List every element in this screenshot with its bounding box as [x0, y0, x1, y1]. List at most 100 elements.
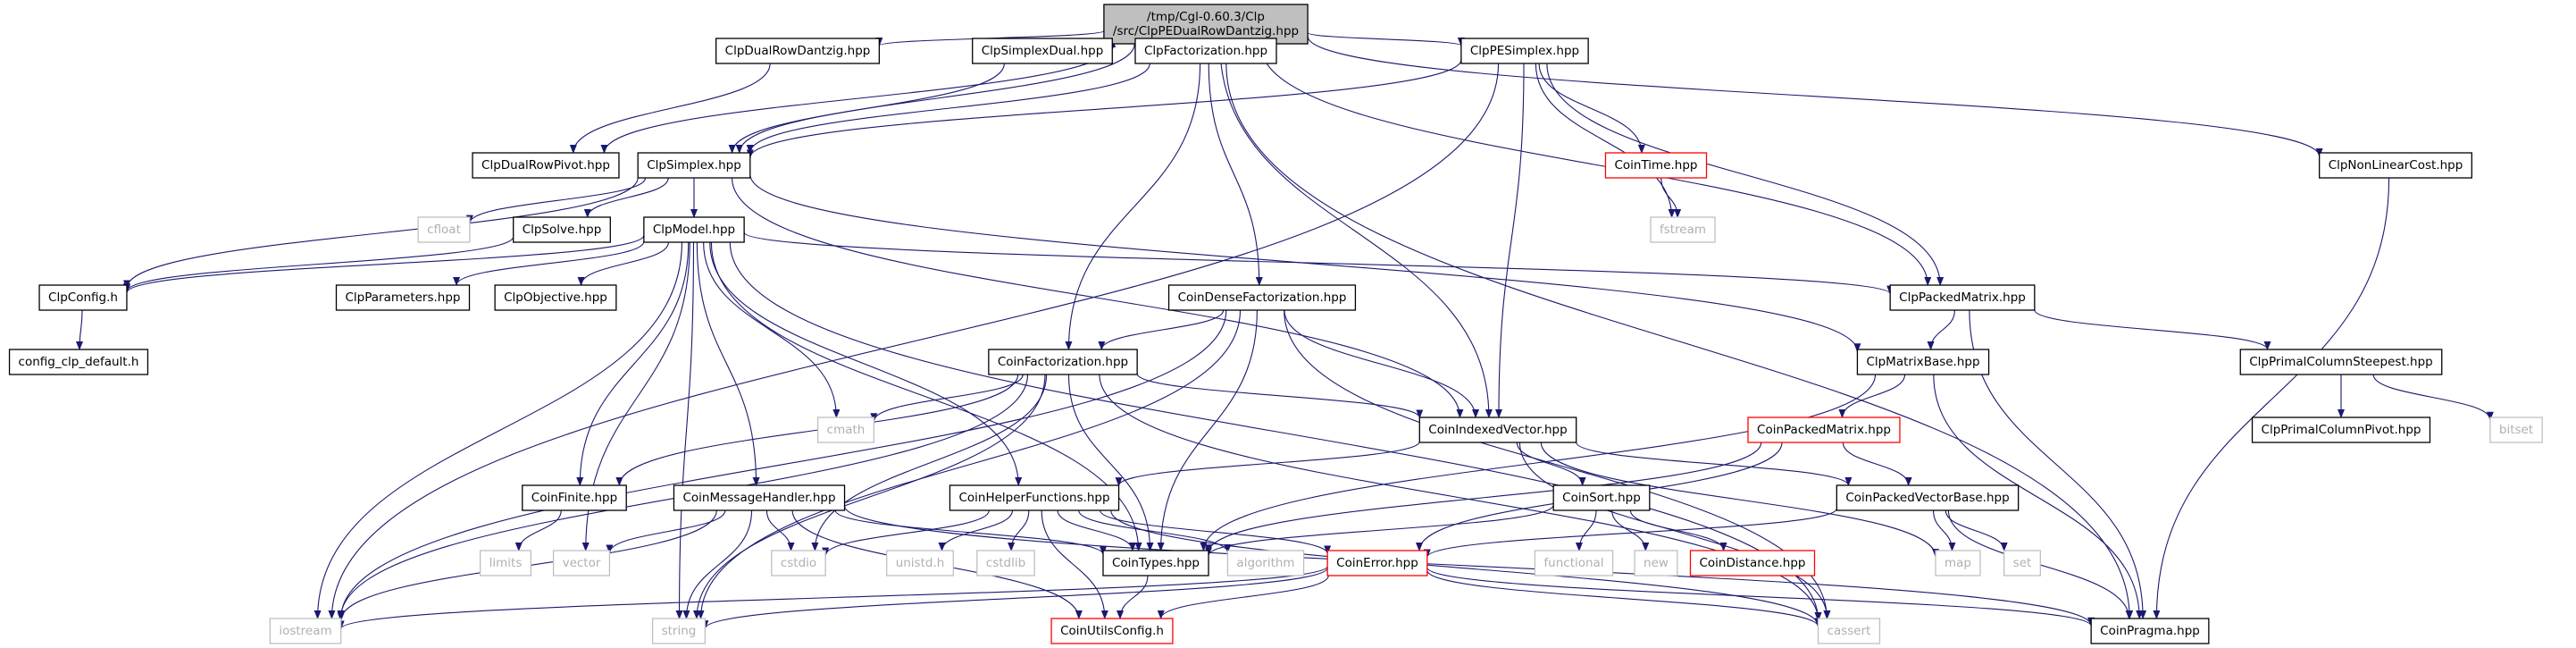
edge-clp-pesimplex-to-clp-simplex: [746, 59, 1462, 159]
node-coin-indexed-vector[interactable]: CoinIndexedVector.hpp: [1418, 417, 1577, 443]
edge-clp-factorization-to-coin-pragma: [1225, 63, 2134, 619]
edge-clp-model-to-iostream: [314, 241, 682, 619]
node-box: [1134, 38, 1277, 64]
node-label: /src/ClpPEDualRowDantzig.hpp: [1113, 24, 1299, 38]
node-coin-helper-functions[interactable]: CoinHelperFunctions.hpp: [949, 484, 1120, 511]
node-label: ClpPESimplex.hpp: [1470, 44, 1579, 58]
node-clp-primal-column-pivot[interactable]: ClpPrimalColumnPivot.hpp: [2251, 417, 2431, 443]
node-label: ClpObjective.hpp: [504, 290, 607, 305]
edge-coin-message-handler-to-string: [682, 509, 753, 619]
node-clp-non-linear-cost[interactable]: ClpNonLinearCost.hpp: [2319, 152, 2472, 179]
edge-coin-dense-factorization-to-coin-types: [1157, 309, 1258, 551]
edge-clp-model-to-clp-parameters: [453, 240, 645, 286]
edge-coin-packed-matrix-to-coin-types: [1205, 442, 1762, 554]
node-coin-sort[interactable]: CoinSort.hpp: [1552, 484, 1651, 511]
node-coin-message-handler[interactable]: CoinMessageHandler.hpp: [673, 484, 846, 511]
node-label: cstdio: [781, 556, 816, 570]
node-label: CoinTime.hpp: [1614, 158, 1697, 173]
node-box: [1650, 216, 1716, 243]
node-label: iostream: [279, 624, 331, 638]
node-clp-simplex[interactable]: ClpSimplex.hpp: [637, 152, 751, 179]
node-coin-packed-matrix[interactable]: CoinPackedMatrix.hpp: [1747, 417, 1901, 443]
node-box: [552, 550, 611, 576]
edge-coin-sort-to-functional: [1575, 509, 1597, 551]
node-algorithm: algorithm: [1226, 550, 1305, 576]
node-coin-distance[interactable]: CoinDistance.hpp: [1689, 550, 1816, 576]
edge-clp-primal-column-steepest-to-bitset: [2372, 374, 2494, 421]
node-label: cassert: [1827, 624, 1871, 638]
node-box: [1634, 550, 1678, 576]
node-box: [1326, 550, 1428, 576]
node-label: algorithm: [1236, 556, 1294, 570]
node-box: [2239, 349, 2443, 375]
node-coin-packed-vector-base[interactable]: CoinPackedVectorBase.hpp: [1836, 484, 2020, 511]
node-label: cstdlib: [986, 556, 1025, 570]
edge-coin-error-to-cassert: [1426, 569, 1822, 628]
node-clp-simplex-dual[interactable]: ClpSimplexDual.hpp: [972, 38, 1113, 64]
node-label: limits: [489, 556, 523, 570]
node-clp-factorization[interactable]: ClpFactorization.hpp: [1134, 38, 1277, 64]
edge-coin-dense-factorization-to-coin-indexed-vector: [1284, 309, 1479, 418]
node-clp-model[interactable]: ClpModel.hpp: [643, 216, 745, 243]
node-config-clp-default[interactable]: config_clp_default.h: [8, 349, 149, 375]
edge-coin-dense-factorization-to-iostream: [337, 309, 1227, 620]
edge-coin-helper-functions-to-algorithm: [1078, 509, 1232, 553]
node-clp-matrix-base[interactable]: ClpMatrixBase.hpp: [1856, 349, 1990, 375]
edge-coin-types-to-coin-utils-config: [1117, 575, 1149, 619]
node-coin-dense-factorization[interactable]: CoinDenseFactorization.hpp: [1167, 284, 1357, 311]
edge-coin-indexed-vector-to-coin-sort: [1516, 442, 1586, 486]
edge-clp-matrix-base-to-coin-types: [1200, 374, 1877, 551]
edge-clp-pesimplex-to-fstream: [1535, 63, 1676, 218]
node-label: unistd.h: [896, 556, 945, 570]
node-box: [1689, 550, 1816, 576]
node-box: [2003, 550, 2041, 576]
node-label: map: [1945, 556, 1971, 570]
node-clp-solve[interactable]: ClpSolve.hpp: [513, 216, 611, 243]
edges: [75, 29, 2494, 630]
node-label: ClpMatrixBase.hpp: [1866, 355, 1979, 369]
node-box: [335, 284, 471, 311]
node-coin-pragma[interactable]: CoinPragma.hpp: [2090, 618, 2210, 644]
node-box: [1050, 618, 1174, 644]
node-label: /tmp/Cgl-0.60.3/Clp: [1147, 10, 1265, 24]
node-box: [651, 618, 707, 644]
edge-coin-packed-vector-base-to-set: [1945, 509, 2008, 552]
edge-coin-error-to-iostream: [337, 566, 1328, 630]
node-clp-config[interactable]: ClpConfig.h: [38, 284, 128, 311]
nodes: /tmp/Cgl-0.60.3/Clp/src/ClpPEDualRowDant…: [8, 4, 2543, 644]
node-box: [1552, 484, 1651, 511]
node-box: [522, 484, 627, 511]
node-label: set: [2013, 556, 2032, 570]
node-box: [1836, 484, 2020, 511]
node-clp-pesimplex[interactable]: ClpPESimplex.hpp: [1460, 38, 1589, 64]
edge-clp-model-to-clp-config: [123, 235, 645, 294]
node-clp-objective[interactable]: ClpObjective.hpp: [494, 284, 617, 311]
node-cmath: cmath: [816, 417, 875, 443]
node-label: ClpDualRowPivot.hpp: [481, 158, 610, 173]
edge-clp-simplex-dual-to-clp-simplex: [728, 63, 1005, 154]
edge-clp-simplex-to-coin-indexed-vector: [732, 177, 1464, 418]
edge-coin-helper-functions-to-cstdio: [822, 509, 990, 557]
node-coin-factorization[interactable]: CoinFactorization.hpp: [988, 349, 1138, 375]
edge-clp-config-to-config-clp-default: [75, 309, 83, 350]
node-coin-error[interactable]: CoinError.hpp: [1326, 550, 1428, 576]
edge-clp-packed-matrix-to-clp-matrix-base: [1927, 309, 1955, 350]
node-box: [816, 417, 875, 443]
node-clp-packed-matrix[interactable]: ClpPackedMatrix.hpp: [1889, 284, 2036, 311]
node-clp-parameters[interactable]: ClpParameters.hpp: [335, 284, 471, 311]
node-coin-time[interactable]: CoinTime.hpp: [1604, 152, 1708, 179]
node-clp-dual-row-dantzig[interactable]: ClpDualRowDantzig.hpp: [715, 38, 881, 64]
node-clp-primal-column-steepest[interactable]: ClpPrimalColumnSteepest.hpp: [2239, 349, 2443, 375]
node-box: [1226, 550, 1305, 576]
node-coin-utils-config[interactable]: CoinUtilsConfig.h: [1050, 618, 1174, 644]
node-box: [637, 152, 751, 179]
node-box: [886, 550, 954, 576]
edge-coin-error-to-coin-pragma: [1426, 567, 2095, 627]
node-root[interactable]: /tmp/Cgl-0.60.3/Clp/src/ClpPEDualRowDant…: [1103, 4, 1309, 45]
node-cstdio: cstdio: [771, 550, 826, 576]
node-coin-finite[interactable]: CoinFinite.hpp: [522, 484, 627, 511]
node-map: map: [1935, 550, 1981, 576]
node-clp-dual-row-pivot[interactable]: ClpDualRowPivot.hpp: [472, 152, 620, 179]
node-coin-types[interactable]: CoinTypes.hpp: [1102, 550, 1209, 576]
edge-clp-matrix-base-to-coin-pragma: [1933, 374, 2144, 619]
